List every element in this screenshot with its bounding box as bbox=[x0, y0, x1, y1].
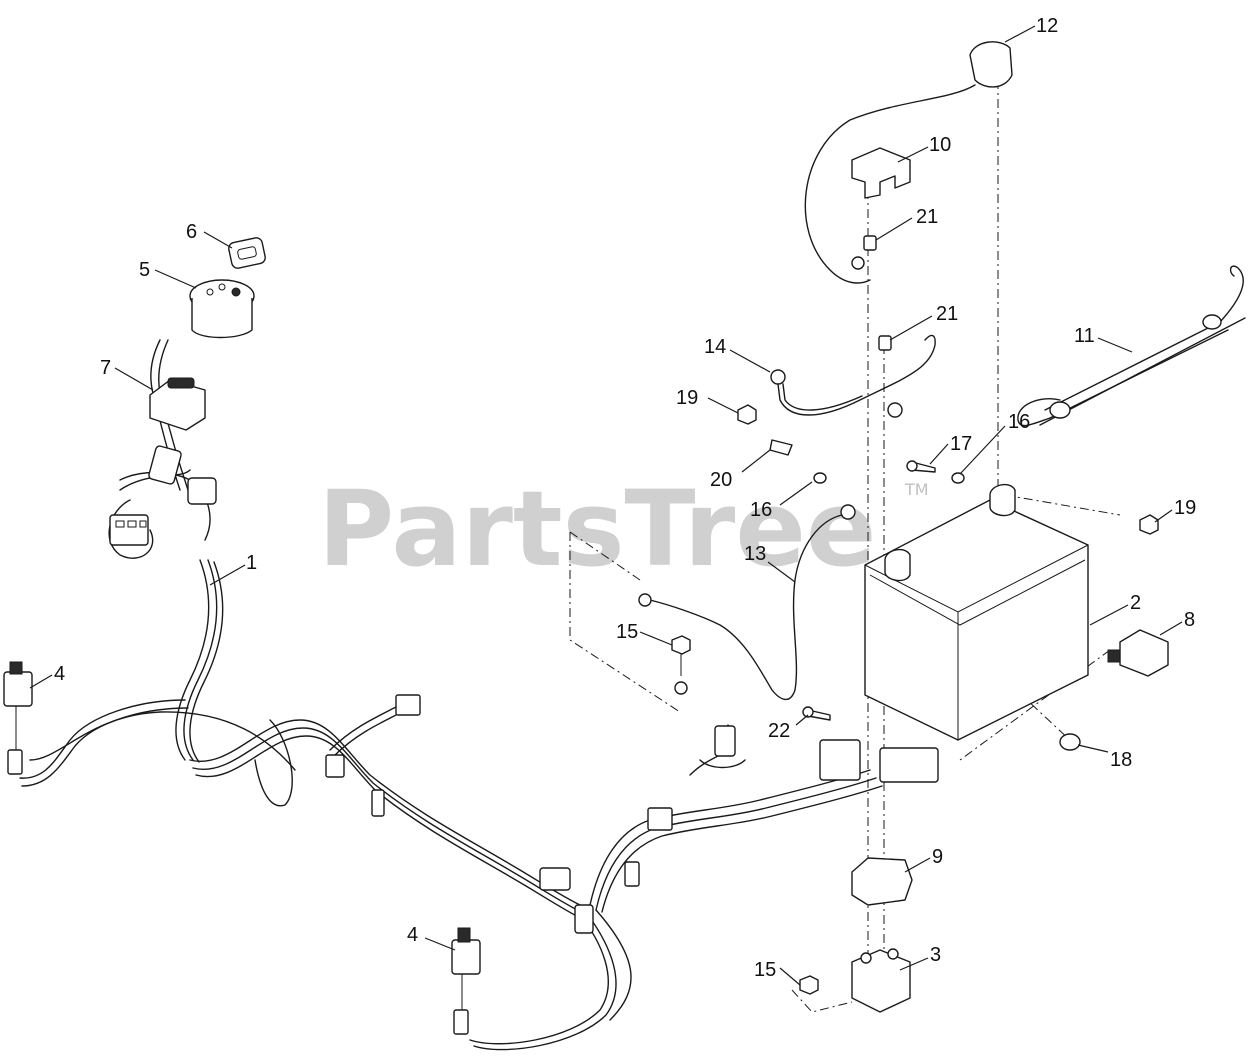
callout-21-upper: 21 bbox=[916, 206, 938, 228]
harness-connectors bbox=[109, 445, 861, 934]
bolt-22 bbox=[802, 706, 831, 721]
push-pin bbox=[1059, 733, 1081, 751]
rocker-switch bbox=[149, 377, 206, 431]
callout-13: 13 bbox=[744, 543, 766, 565]
harness-clip-2 bbox=[371, 789, 385, 817]
callout-12: 12 bbox=[1036, 15, 1058, 37]
battery bbox=[864, 483, 1089, 741]
top-plug bbox=[395, 694, 421, 716]
ground-cable bbox=[737, 334, 936, 425]
callout-1: 1 bbox=[246, 552, 257, 574]
fuse-block bbox=[879, 747, 939, 783]
harness-clip-1 bbox=[325, 754, 345, 778]
callout-5: 5 bbox=[139, 259, 150, 281]
callout-21-lower: 21 bbox=[936, 303, 958, 325]
callout-9: 9 bbox=[932, 846, 943, 868]
callout-15-lower: 15 bbox=[754, 959, 776, 981]
plunger-switch-bottom bbox=[451, 927, 481, 1035]
leader-lines bbox=[29, 25, 1183, 986]
side-connector bbox=[187, 477, 217, 505]
plug-connector bbox=[714, 725, 736, 757]
watermark: PartsTree TM bbox=[318, 468, 929, 590]
bolts bbox=[671, 635, 819, 995]
battery-strap bbox=[1017, 265, 1246, 427]
callout-18: 18 bbox=[1110, 749, 1132, 771]
callout-15-upper: 15 bbox=[616, 621, 638, 643]
main-connector-block bbox=[109, 514, 149, 546]
callout-20: 20 bbox=[710, 469, 732, 491]
key bbox=[228, 237, 266, 269]
callout-3: 3 bbox=[930, 944, 941, 966]
callout-14: 14 bbox=[704, 336, 726, 358]
callout-8: 8 bbox=[1184, 609, 1195, 631]
plunger-switch-left bbox=[3, 661, 33, 775]
battery-hardware bbox=[769, 439, 1159, 535]
callout-7: 7 bbox=[100, 357, 111, 379]
callout-16-left: 16 bbox=[750, 499, 772, 521]
harness-clip-5 bbox=[624, 861, 640, 887]
callout-19-left: 19 bbox=[676, 387, 698, 409]
inline-connector bbox=[148, 445, 182, 485]
lower-bracket bbox=[851, 747, 939, 906]
right-connector-bundle bbox=[819, 739, 861, 781]
callout-17: 17 bbox=[950, 433, 972, 455]
harness-clip-3 bbox=[539, 867, 571, 891]
positive-cable-boot bbox=[804, 41, 1013, 284]
wiring-harness bbox=[19, 339, 883, 1051]
relay bbox=[1107, 629, 1169, 677]
callout-4-upper: 4 bbox=[54, 663, 65, 685]
watermark-text: PartsTree bbox=[318, 468, 876, 590]
negative-cable bbox=[638, 504, 856, 701]
callout-4-lower: 4 bbox=[407, 924, 418, 946]
watermark-tm: TM bbox=[904, 480, 929, 499]
callout-19-right: 19 bbox=[1174, 497, 1196, 519]
callout-10: 10 bbox=[929, 134, 951, 156]
callout-labels: 1 2 3 4 4 5 6 7 8 9 10 11 12 13 14 15 15… bbox=[54, 15, 1196, 981]
starter-solenoid bbox=[851, 948, 911, 1013]
callout-11: 11 bbox=[1074, 325, 1095, 347]
mid-plug bbox=[647, 807, 673, 831]
hold-down-rods bbox=[863, 235, 892, 351]
harness-clip-4 bbox=[574, 904, 594, 934]
hold-down-bracket bbox=[851, 147, 911, 199]
callout-22: 22 bbox=[768, 720, 790, 742]
ignition-switch bbox=[189, 279, 255, 339]
callout-16-right: 16 bbox=[1008, 411, 1030, 433]
callout-6: 6 bbox=[186, 221, 197, 243]
callout-2: 2 bbox=[1130, 592, 1141, 614]
